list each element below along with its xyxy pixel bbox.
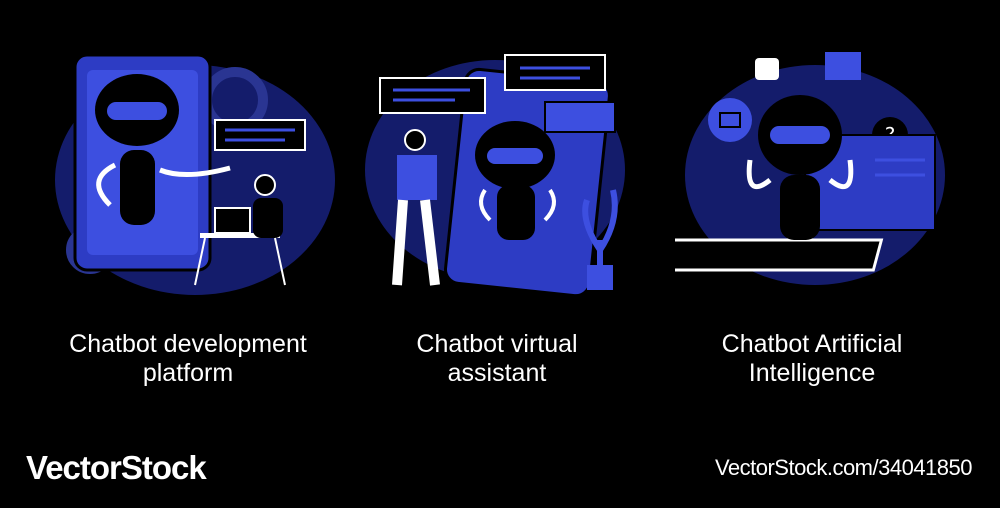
mail-icon bbox=[708, 98, 752, 142]
desk-icon bbox=[200, 233, 280, 238]
virtual-assistant-graphic bbox=[365, 54, 625, 298]
chart-icon bbox=[755, 58, 779, 80]
image-id-text: VectorStock.com/34041850 bbox=[714, 455, 973, 480]
caption-line: Chatbot development bbox=[69, 330, 307, 358]
laptop-icon bbox=[214, 207, 251, 234]
artificial-intelligence-graphic: ? bbox=[675, 52, 945, 285]
caption-development-platform: Chatbot development platform bbox=[28, 330, 348, 388]
caption-line: Intelligence bbox=[748, 359, 876, 387]
caption-virtual-assistant: Chatbot virtual assistant bbox=[337, 330, 657, 388]
development-platform-graphic bbox=[55, 53, 335, 295]
caption-line: assistant bbox=[447, 359, 547, 387]
chat-bubble-icon bbox=[504, 54, 606, 91]
caption-line: platform bbox=[142, 359, 234, 387]
chat-bubble-icon bbox=[214, 119, 306, 151]
chat-bubble-icon bbox=[544, 101, 616, 133]
illustration-development-platform bbox=[45, 40, 345, 300]
illustration-virtual-assistant bbox=[355, 40, 655, 300]
illustration-artificial-intelligence: ? bbox=[675, 40, 975, 300]
caption-line: Chatbot virtual bbox=[416, 330, 578, 358]
person-icon bbox=[404, 129, 426, 151]
footer-bar: VectorStock VectorStock.com/34041850 bbox=[0, 437, 1000, 508]
caption-line: Chatbot Artificial bbox=[721, 330, 903, 358]
developer-icon bbox=[254, 174, 276, 196]
chat-bubble-icon bbox=[379, 77, 486, 114]
brand-logo: VectorStock bbox=[26, 449, 207, 486]
caption-artificial-intelligence: Chatbot Artificial Intelligence bbox=[652, 330, 972, 388]
laptop-icon bbox=[675, 238, 884, 272]
